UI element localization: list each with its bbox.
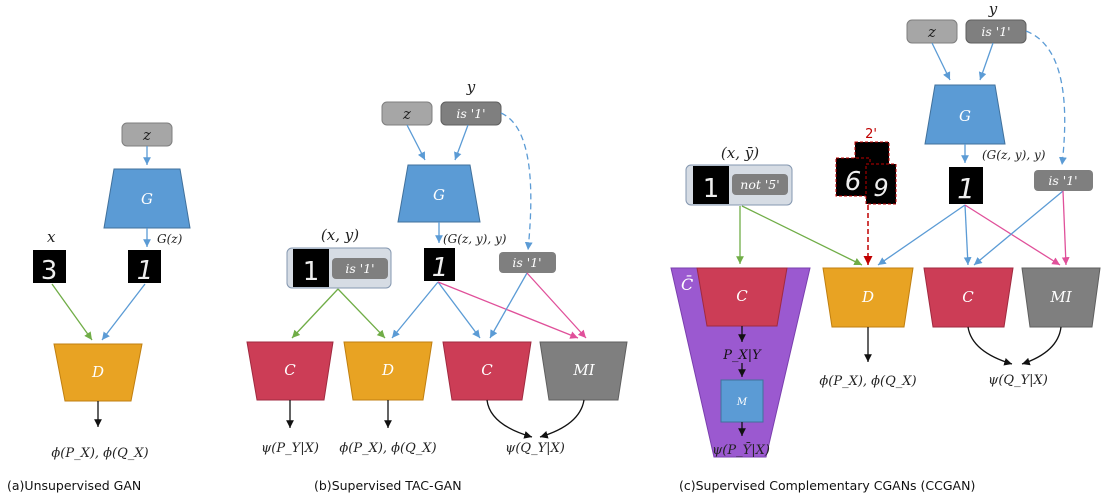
loss-d-label: ϕ(P_X), ϕ(Q_X) [339,441,436,456]
real-digit: 3 [41,256,58,286]
classifier-label: C [284,361,296,379]
condition-label: is '1' [981,24,1010,39]
fake-label-box [1034,170,1093,191]
noise-digit-b-image [865,163,897,205]
classifier-block [246,341,334,401]
panel-b: y z is '1' G (G(z, y), y) (x, y) 1 is '1… [246,78,628,493]
mi-label: MI [1049,288,1072,306]
classifier-label: C [481,361,493,379]
discriminator-label: D [381,361,394,379]
noise-top-label: 2' [865,127,877,142]
fake-digit-image [128,250,161,283]
x-label: x [47,228,56,246]
matrix-block [720,379,764,423]
generator-block [924,84,1006,145]
real-label-box [332,258,388,279]
loss-cbar-label: ψ(P_Ȳ|X) [712,442,770,458]
real-label-text: is '1' [345,261,374,276]
discriminator-block [822,267,914,328]
discriminator-block [53,343,143,402]
loss-mi-label: ψ(Q_Y|X) [505,441,565,456]
panel-a: z G G(z) x 3 1 D ϕ(P_X), ϕ(Q_X) (a)Unsup… [7,122,191,493]
real-digit: 1 [303,257,320,287]
z-label: z [402,105,411,123]
mi-label: MI [572,361,595,379]
inner-classifier-label: C [736,287,748,305]
matrix-label: M [736,397,748,408]
panel-c: y z is '1' G (G(z, y), y) 1 is '1' (x, ȳ… [670,0,1101,493]
discriminator-label: D [91,363,104,381]
fake-digit-image [424,248,455,281]
fake-digit-image [949,167,983,204]
real-label-text: not '5' [740,177,779,192]
classifier-label: C [962,288,974,306]
cbar-label: C̄ [681,273,693,294]
y-label: y [466,78,476,96]
discriminator-block [343,341,433,401]
real-digit-image [33,250,66,283]
noise-digit-a: 6 [845,167,862,197]
real-pair-label: (x, y) [321,226,359,244]
discriminator-label: D [861,288,874,306]
z-label: z [142,126,151,144]
real-digit-image [693,166,729,204]
mi-block [1021,267,1101,328]
gz-label: G(z) [157,232,183,246]
fake-digit: 1 [957,172,975,205]
classifier-block [442,341,532,401]
inner-classifier-block [696,267,788,327]
fake-digit: 1 [137,256,154,286]
caption-b: (b)Supervised TAC-GAN [314,478,462,493]
fake-pair-label: (G(z, y), y) [982,148,1046,162]
caption-c: (c)Supervised Complementary CGANs (CCGAN… [679,478,975,493]
condition-label: is '1' [456,106,485,121]
noise-digit-a-image [835,157,871,197]
generator-block [103,168,191,229]
loss-label: ϕ(P_X), ϕ(Q_X) [51,446,148,461]
caption-a: (a)Unsupervised GAN [7,478,141,493]
fake-pair-label: (G(z, y), y) [443,232,507,246]
loss-d-label: ϕ(P_X), ϕ(Q_X) [819,374,916,389]
fake-digit: 1 [432,253,449,283]
generator-label: G [959,107,971,125]
loss-c-label: ψ(P_Y|X) [261,441,319,456]
real-pair-label: (x, ȳ) [721,144,759,162]
fake-label-box [499,252,556,273]
generator-label: G [141,190,153,208]
mi-block [539,341,628,401]
generator-label: G [433,186,445,204]
noise-digit-b: 9 [873,174,888,202]
real-digit-image [293,249,329,287]
classifier-block [923,267,1014,328]
loss-mi-label: ψ(Q_Y|X) [988,373,1048,388]
fake-label-text: is '1' [512,255,541,270]
z-label: z [927,23,936,41]
fake-label-text: is '1' [1048,173,1077,188]
real-label-box [732,174,788,195]
y-label: y [988,0,998,18]
pxy-label: P_X|Y [722,348,762,363]
real-digit: 1 [703,174,720,204]
generator-block [397,164,481,223]
